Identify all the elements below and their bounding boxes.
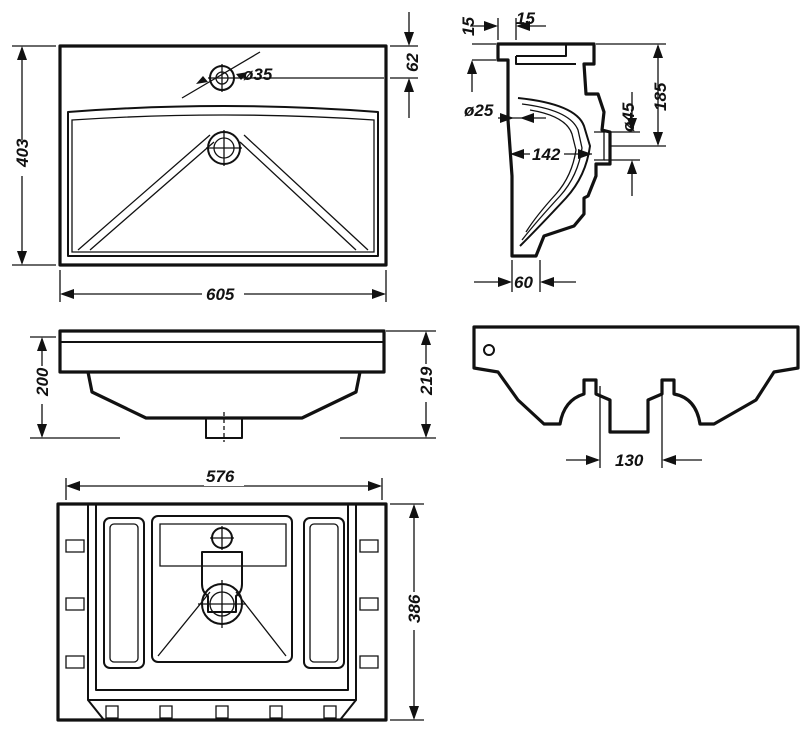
rear-elevation: 130	[472, 325, 800, 470]
tap-hole-offset-label: 62	[403, 53, 422, 72]
bottom-view: 576 386	[56, 466, 424, 722]
overflow-height-label: 185	[651, 82, 670, 111]
rim-thickness-b-label: 15	[516, 9, 535, 28]
section-outline	[496, 42, 612, 258]
overall-height-label: 219	[417, 366, 436, 396]
side-section: 15 15 ø25 142 ø45 185 60	[459, 9, 670, 292]
bottom-width-label: 576	[206, 467, 235, 486]
basin-bowl-outline	[67, 105, 379, 257]
depth-top-label: 403	[13, 138, 32, 168]
tap-hole-diameter-label: ø35	[243, 65, 273, 84]
bowl-height-label: 200	[33, 367, 52, 397]
top-view: ø35 62 403 605	[12, 12, 422, 304]
overflow-diameter-label: ø45	[619, 102, 638, 132]
waste-diameter-label: ø25	[464, 101, 494, 120]
front-elevation: 200 219	[30, 329, 436, 442]
bottom-depth-label: 386	[405, 594, 424, 623]
bottom-bowl	[151, 515, 293, 663]
rim-thickness-a-label: 15	[459, 17, 478, 36]
rear-outline	[472, 325, 800, 434]
base-depth-label: 60	[514, 273, 533, 292]
base-width-label: 130	[615, 451, 644, 470]
front-outline	[58, 329, 386, 374]
bottom-outline	[56, 502, 388, 722]
top-view-outline	[58, 44, 388, 267]
front-bowl	[86, 371, 362, 420]
width-top-label: 605	[206, 285, 235, 304]
waste-offset-label: 142	[532, 145, 561, 164]
